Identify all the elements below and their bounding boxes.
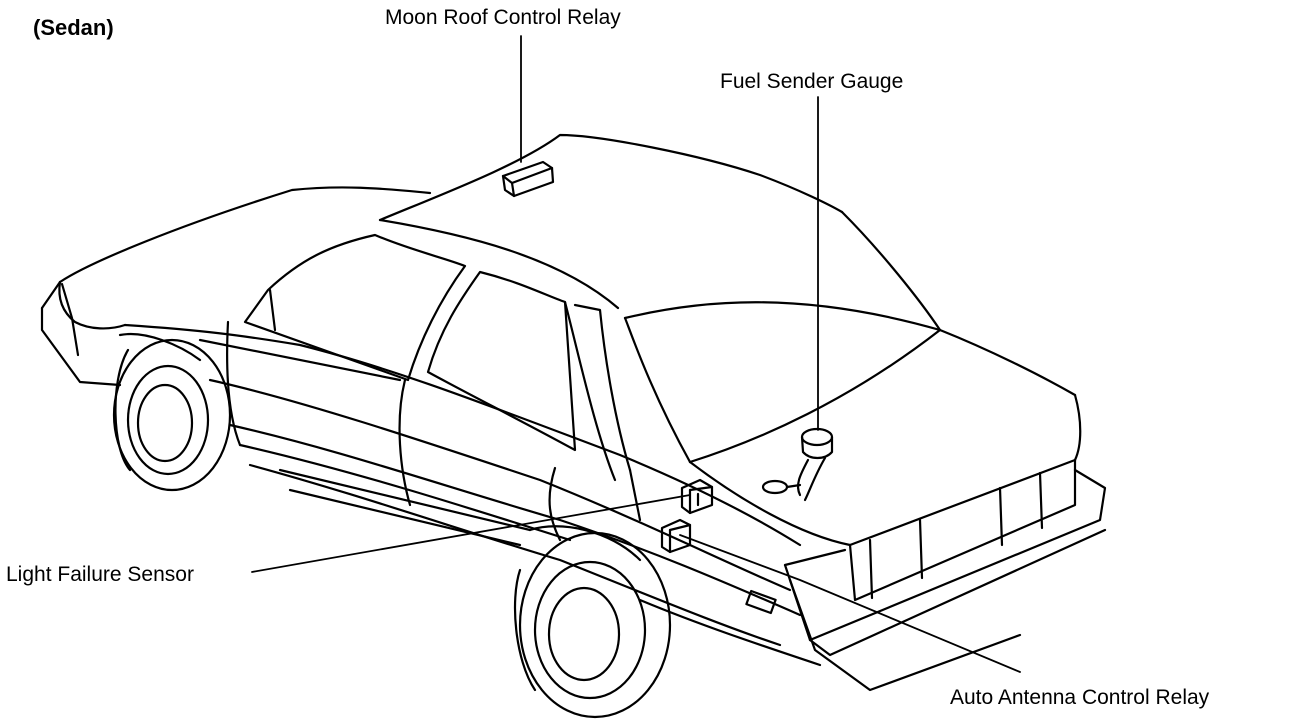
- variant-title: (Sedan): [33, 15, 114, 40]
- light-failure-sensor-label: Light Failure Sensor: [6, 563, 194, 586]
- rear-wheel: [513, 525, 672, 719]
- auto-antenna-relay-component: [660, 518, 692, 554]
- front-wheel: [112, 332, 232, 492]
- leader-lines: [251, 35, 1021, 673]
- moon-roof-relay-component: [501, 160, 555, 198]
- fuel-sender-gauge-label: Fuel Sender Gauge: [720, 70, 904, 93]
- leader-light-failure: [251, 494, 691, 573]
- leader-auto-antenna: [679, 534, 1021, 673]
- car-body: [40, 133, 1107, 692]
- auto-antenna-relay-label: Auto Antenna Control Relay: [950, 686, 1210, 709]
- fuel-sender-component: [761, 427, 834, 502]
- light-failure-sensor-component: [680, 478, 714, 515]
- moon-roof-relay-label: Moon Roof Control Relay: [385, 6, 621, 29]
